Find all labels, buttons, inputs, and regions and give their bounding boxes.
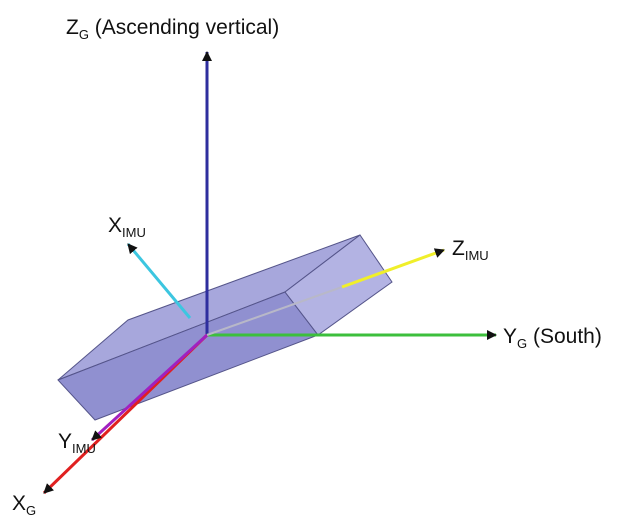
yg-axis-label: YG (South) [503, 325, 602, 351]
imu-x-axis [126, 243, 192, 319]
imu-y-axis [90, 333, 209, 442]
xg-axis-label: XG [12, 492, 36, 518]
imu-box [57, 234, 393, 421]
imu-z-axis-extension [341, 248, 445, 289]
imu-box-end-face [284, 234, 393, 336]
imu-z-axis-label: ZIMU [452, 237, 489, 263]
imu-y-axis-label: YIMU [58, 430, 96, 456]
imu-z-axis [206, 286, 343, 336]
zg-axis-label: ZG (Ascending vertical) [66, 16, 279, 42]
imu-x-axis-label: XIMU [108, 214, 146, 240]
